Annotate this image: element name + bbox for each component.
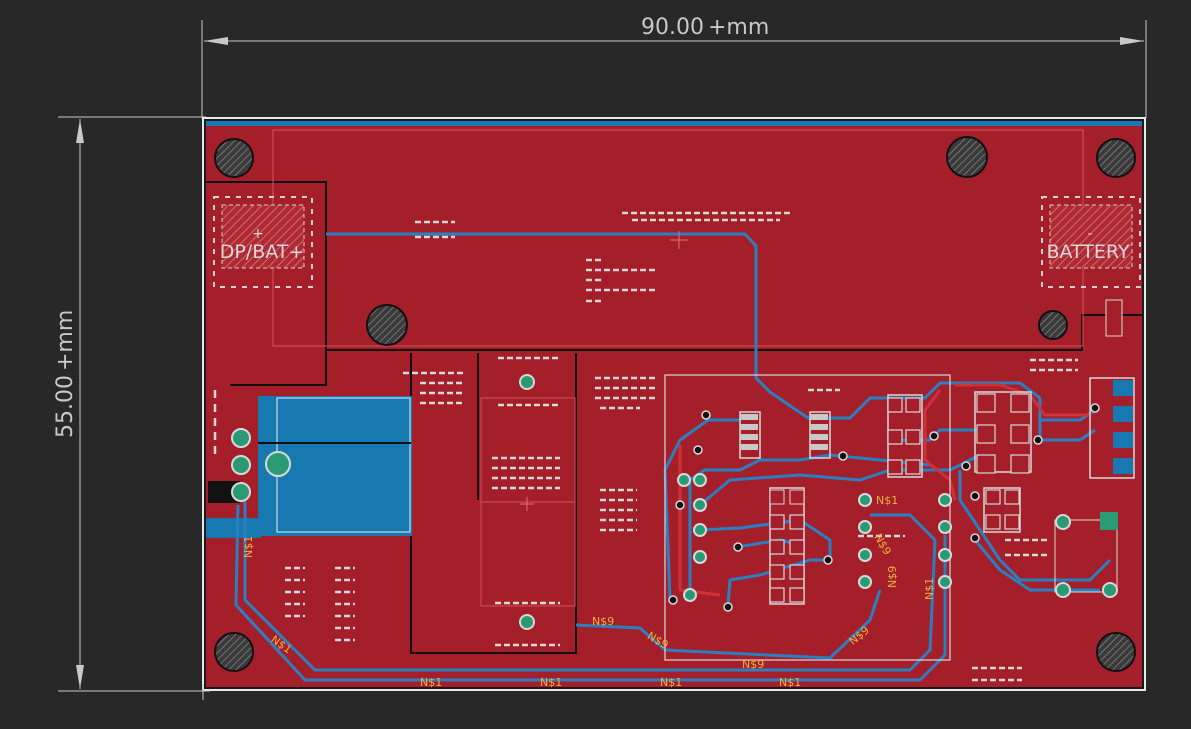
mounting-hole <box>1096 632 1136 672</box>
small-vias <box>668 403 1100 612</box>
mounting-hole <box>946 136 988 178</box>
mounting-hole <box>214 138 254 178</box>
silk-outline-inductor <box>480 501 576 607</box>
net-label-n9: N$9 <box>742 658 764 671</box>
left-connector-label: DP/BAT+ <box>220 241 305 263</box>
net-label-n9: N$9 <box>592 615 614 628</box>
net-label-n1: N$1 <box>242 536 255 558</box>
connector-left[interactable]: + DP/BAT+ <box>213 196 313 288</box>
origin-markers <box>520 231 688 511</box>
width-value: 90.00 <box>641 15 704 40</box>
svg-text:55.00+mm: 55.00+mm <box>53 310 78 438</box>
silk-outline-circuit <box>664 374 951 661</box>
minus-sign-label: - <box>1087 226 1092 242</box>
silk-outline-pot <box>1054 519 1118 593</box>
top-traces[interactable] <box>678 383 1090 597</box>
plus-sign-label: + <box>252 226 264 242</box>
mounting-holes <box>214 136 1136 672</box>
mounting-hole <box>1096 138 1136 178</box>
net-label-n1: N$1 <box>540 676 562 689</box>
height-unit: mm <box>53 310 78 353</box>
net-label-n9: N$9 <box>886 566 899 588</box>
smd-component-pads <box>740 299 1133 530</box>
mounting-hole <box>366 304 408 346</box>
height-value: 55.00 <box>53 375 78 438</box>
dimension-width[interactable]: 90.00+mm <box>201 15 1147 118</box>
corner-marker <box>196 684 210 700</box>
right-connector-label: BATTERY <box>1046 241 1129 263</box>
connector-right[interactable]: - BATTERY <box>1041 196 1141 288</box>
smd-pads <box>213 211 1078 682</box>
vias <box>231 374 1118 630</box>
width-unit: mm <box>726 15 769 40</box>
bottom-traces[interactable] <box>234 232 1112 682</box>
mounting-hole <box>214 632 254 672</box>
net-label-n1: N$1 <box>660 676 682 689</box>
net-label-n1: N$1 <box>923 578 936 600</box>
net-label-n1: N$1 <box>876 494 898 507</box>
net-label-n1: N$1 <box>420 676 442 689</box>
mounting-hole <box>1038 310 1068 340</box>
smd-cells <box>769 393 1030 603</box>
svg-text:90.00+mm: 90.00+mm <box>641 15 769 40</box>
dimension-height[interactable]: 55.00+mm <box>53 116 206 692</box>
net-label-n1: N$1 <box>779 676 801 689</box>
